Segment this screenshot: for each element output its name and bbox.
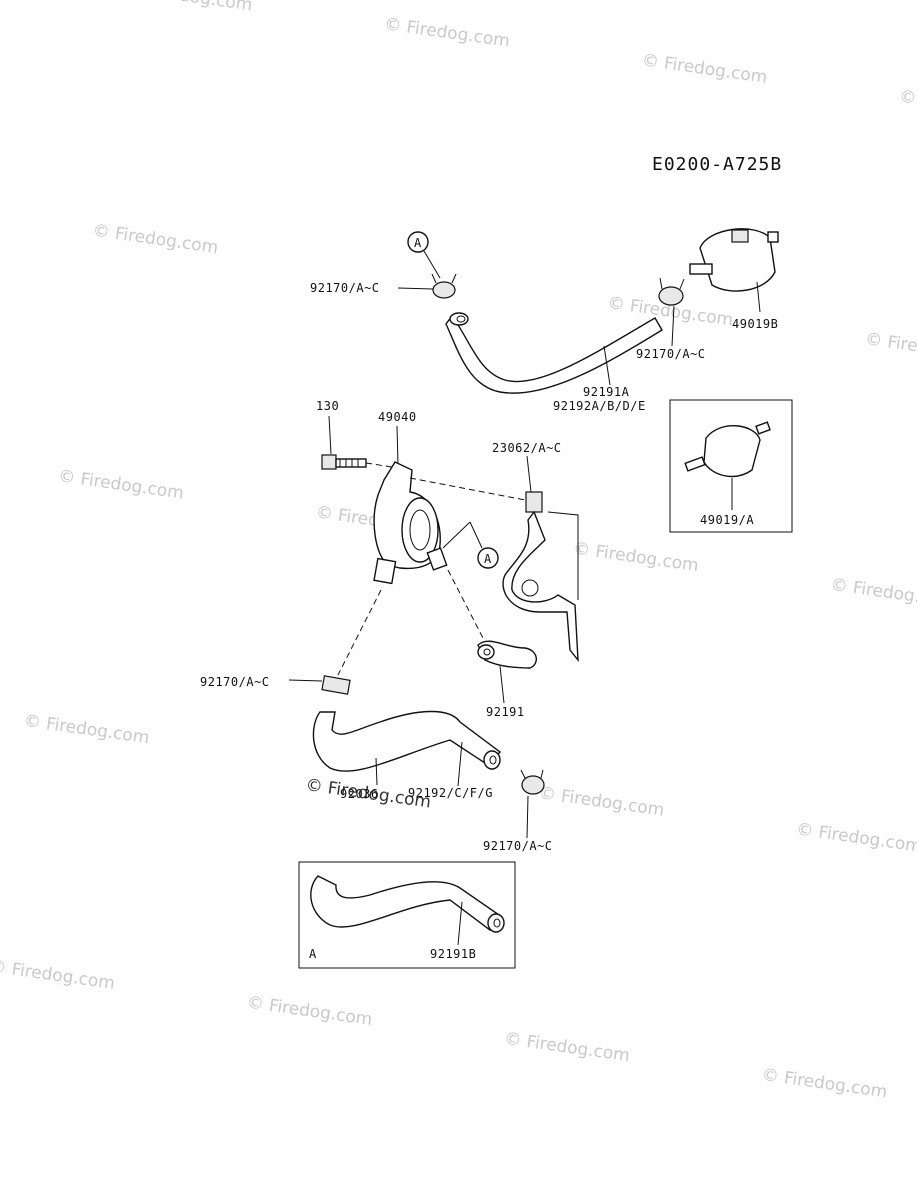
watermark: © Firedog.com bbox=[795, 819, 917, 856]
label-hose-small: 92191 bbox=[486, 705, 525, 719]
label-clamp-top-right: 92170/A~C bbox=[636, 347, 706, 361]
label-clamp-top-left: 92170/A~C bbox=[310, 281, 380, 295]
watermark: © Firedog.com bbox=[641, 50, 769, 87]
watermark: © Firedog.com bbox=[23, 711, 151, 748]
watermark: © Firedog.com bbox=[760, 1065, 888, 1102]
label-bracket: 23062/A~C bbox=[492, 441, 562, 455]
clamp-mid-left bbox=[321, 675, 351, 695]
hose-small bbox=[477, 640, 537, 669]
label-hose-mid: 92192/C/F/G bbox=[408, 786, 493, 800]
hose-middle bbox=[312, 710, 502, 772]
diagram-code: E0200-A725B bbox=[652, 154, 782, 175]
label-filter-top: 49019B bbox=[732, 317, 778, 331]
watermark: © Firedog.com bbox=[57, 466, 185, 503]
clamp-top-right bbox=[658, 277, 685, 306]
label-hose-top-b: 92192A/B/D/E bbox=[553, 399, 646, 413]
label-clamp-bottom: 92170/A~C bbox=[483, 839, 553, 853]
label-filter-inset: 49019/A bbox=[700, 513, 754, 527]
ref-marker-letter: A bbox=[484, 552, 492, 566]
watermark: © Firedog.com bbox=[898, 87, 917, 124]
fuel-pump bbox=[373, 461, 448, 585]
bolt bbox=[321, 454, 367, 470]
fuel-filter-inset bbox=[684, 421, 771, 478]
fuel-filter-top bbox=[689, 228, 779, 292]
ref-marker-a-top: A bbox=[407, 231, 441, 279]
ref-marker-letter: A bbox=[414, 236, 422, 250]
clamp-bottom bbox=[520, 769, 545, 795]
watermark: © Firedog.com bbox=[126, 0, 254, 15]
watermark: © Firedog.com bbox=[246, 993, 374, 1030]
bracket bbox=[502, 491, 579, 663]
label-hose-inset: 92191B bbox=[430, 947, 476, 961]
hose-top bbox=[445, 314, 663, 394]
watermark: © Firedog.com bbox=[0, 956, 116, 993]
label-clamp-mid-left: 92170/A~C bbox=[200, 675, 270, 689]
watermark: © Firedog.com bbox=[864, 329, 917, 366]
ref-marker-a-pump: A bbox=[442, 521, 499, 569]
watermark: © Firedog.com bbox=[572, 539, 700, 576]
label-hose-mid-part: 92036 bbox=[340, 787, 379, 801]
watermark: © Firedog.com bbox=[538, 783, 666, 820]
hose-inset bbox=[310, 875, 505, 933]
watermark: © Firedog.com bbox=[829, 575, 917, 612]
inset-box-hose bbox=[298, 861, 516, 969]
watermark: © Firedog.com bbox=[91, 221, 219, 258]
inset-letter: A bbox=[309, 947, 317, 961]
inset-box-filter bbox=[669, 399, 793, 533]
watermark: © Firedog.com bbox=[503, 1029, 631, 1066]
clamp-top-left bbox=[431, 273, 457, 299]
watermark: © Firedog.com bbox=[383, 14, 511, 51]
label-hose-top-a: 92191A bbox=[583, 385, 630, 399]
label-bolt: 130 bbox=[316, 399, 339, 413]
label-pump: 49040 bbox=[378, 410, 417, 424]
